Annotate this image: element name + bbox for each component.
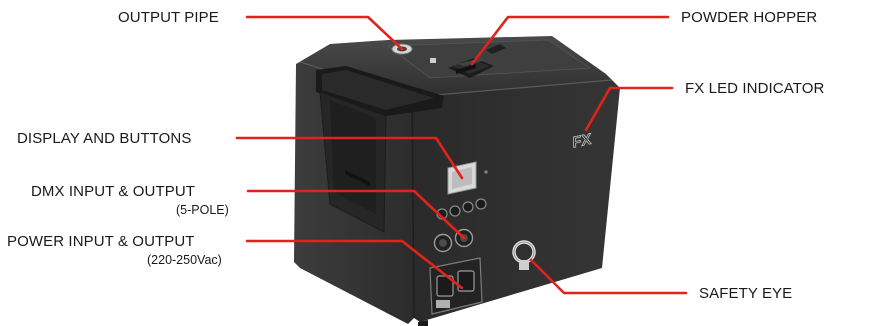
- dmx-connector-icon: [433, 228, 474, 253]
- label-power-io-sub: (220-250Vac): [147, 253, 222, 267]
- label-power-io: POWER INPUT & OUTPUT: [7, 233, 195, 250]
- label-powder-hopper: POWDER HOPPER: [681, 9, 818, 26]
- leader-safety-eye: [529, 258, 688, 295]
- leader-fx-led: [584, 86, 674, 132]
- side-logo: FX: [571, 131, 594, 152]
- label-dmx-io-sub: (5-POLE): [176, 203, 229, 217]
- leader-output-pipe: [245, 15, 404, 51]
- leader-power: [245, 239, 464, 290]
- device-illustration: FX: [294, 36, 620, 326]
- label-display-and-buttons: DISPLAY AND BUTTONS: [17, 130, 192, 147]
- leader-lines: [235, 15, 688, 295]
- label-output-pipe: OUTPUT PIPE: [118, 9, 219, 26]
- label-dmx-io: DMX INPUT & OUTPUT: [31, 183, 196, 200]
- leader-powder-hopper: [470, 15, 670, 66]
- label-fx-led-indicator: FX LED INDICATOR: [685, 80, 825, 97]
- control-buttons: [436, 198, 487, 220]
- safety-eye-icon: [512, 240, 536, 270]
- leader-dmx: [246, 189, 466, 240]
- leader-display: [235, 136, 464, 180]
- label-safety-eye: SAFETY EYE: [699, 285, 793, 302]
